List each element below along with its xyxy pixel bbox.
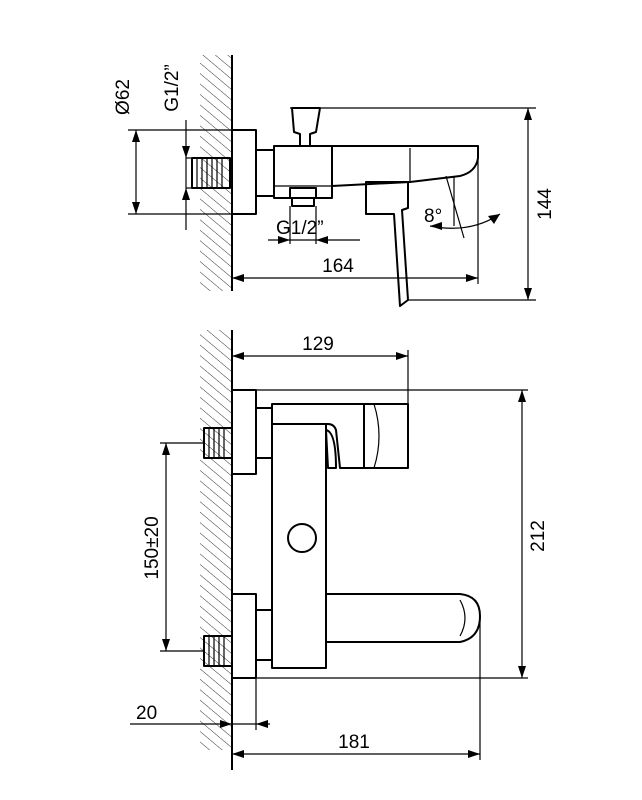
mixer-body-side <box>273 145 333 199</box>
cover-plate-side <box>231 129 257 215</box>
dim-thread-outlet <box>268 206 360 244</box>
dim-centers-150 <box>160 442 204 652</box>
front-view: 129 150±20 212 20 <box>130 330 549 770</box>
lever-head-front <box>363 403 409 469</box>
total-width-label: 181 <box>338 732 370 753</box>
inlet-thread-side <box>191 157 231 189</box>
spout-front <box>325 593 481 643</box>
offset-label: 20 <box>136 703 157 724</box>
angle-label: 8° <box>424 206 442 227</box>
shower-outlet-side <box>289 187 317 199</box>
side-view: Ø62 G1/2” G1/2” 8° <box>113 55 556 307</box>
dim-spout-reach-129 <box>232 350 409 404</box>
cover-plate-upper <box>231 389 257 475</box>
connector-nut-side <box>255 149 275 197</box>
dim-thread-inlet <box>182 120 192 230</box>
dim-total-width-181 <box>232 616 481 760</box>
cover-plate-lower <box>231 593 257 679</box>
thread-outlet-label: G1/2” <box>276 218 324 239</box>
height-label: 144 <box>535 188 556 220</box>
dim-height-144 <box>322 107 536 301</box>
nut-upper <box>255 407 273 459</box>
diverter-button <box>287 523 317 553</box>
spout-reach-label: 129 <box>302 334 334 355</box>
lever-handle-side <box>365 181 409 307</box>
nut-lower <box>255 609 273 661</box>
wall-hatch-top <box>200 55 232 291</box>
inlet-thread-lines <box>196 158 223 188</box>
dim-diameter-62 <box>128 129 232 215</box>
total-height-label: 212 <box>528 520 549 552</box>
depth-label: 164 <box>322 256 354 277</box>
dim-total-height-212 <box>256 389 528 679</box>
thread-inlet-label: G1/2” <box>162 64 183 112</box>
dim-angle-8 <box>429 175 501 239</box>
body-column <box>271 423 327 669</box>
diameter-label: Ø62 <box>113 79 134 115</box>
centers-label: 150±20 <box>142 516 163 579</box>
dim-depth-164 <box>232 158 479 284</box>
mixer-body-front <box>271 403 365 469</box>
dim-offset-20 <box>130 678 270 730</box>
spout-side <box>331 145 479 187</box>
wall-hatch-bottom <box>200 330 232 750</box>
diverter-knob-side <box>291 107 321 146</box>
